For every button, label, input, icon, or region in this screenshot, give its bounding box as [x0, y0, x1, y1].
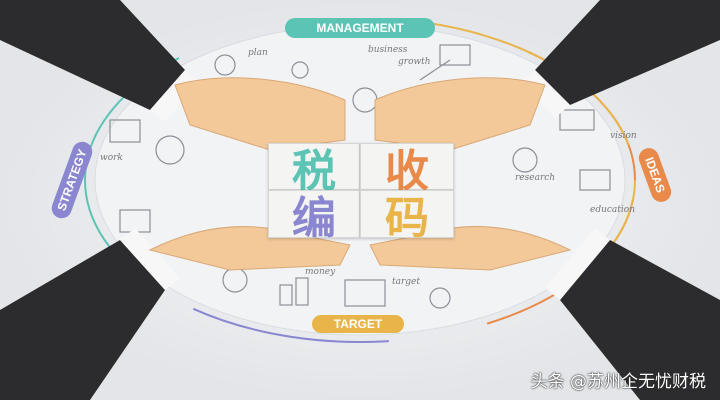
sketch-word: money — [305, 267, 336, 277]
sketch-word: business — [368, 45, 408, 55]
sketch-word: target — [392, 277, 420, 287]
sketch-word: education — [590, 205, 635, 215]
label-management: MANAGEMENT — [316, 21, 404, 35]
sketch-word: growth — [398, 57, 431, 67]
sketch-word: vision — [610, 131, 637, 141]
watermark: 头条 @苏州企无忧财税 — [530, 372, 706, 392]
label-target: TARGET — [334, 317, 383, 331]
card-bian: 编 — [268, 190, 360, 244]
sketch-word: plan — [248, 48, 268, 58]
sketch-word: work — [100, 153, 123, 163]
card-shui: 税 — [268, 143, 360, 197]
sketch-word: research — [515, 173, 555, 183]
card-ma: 码 — [360, 190, 454, 244]
card-shou: 收 — [360, 143, 454, 197]
